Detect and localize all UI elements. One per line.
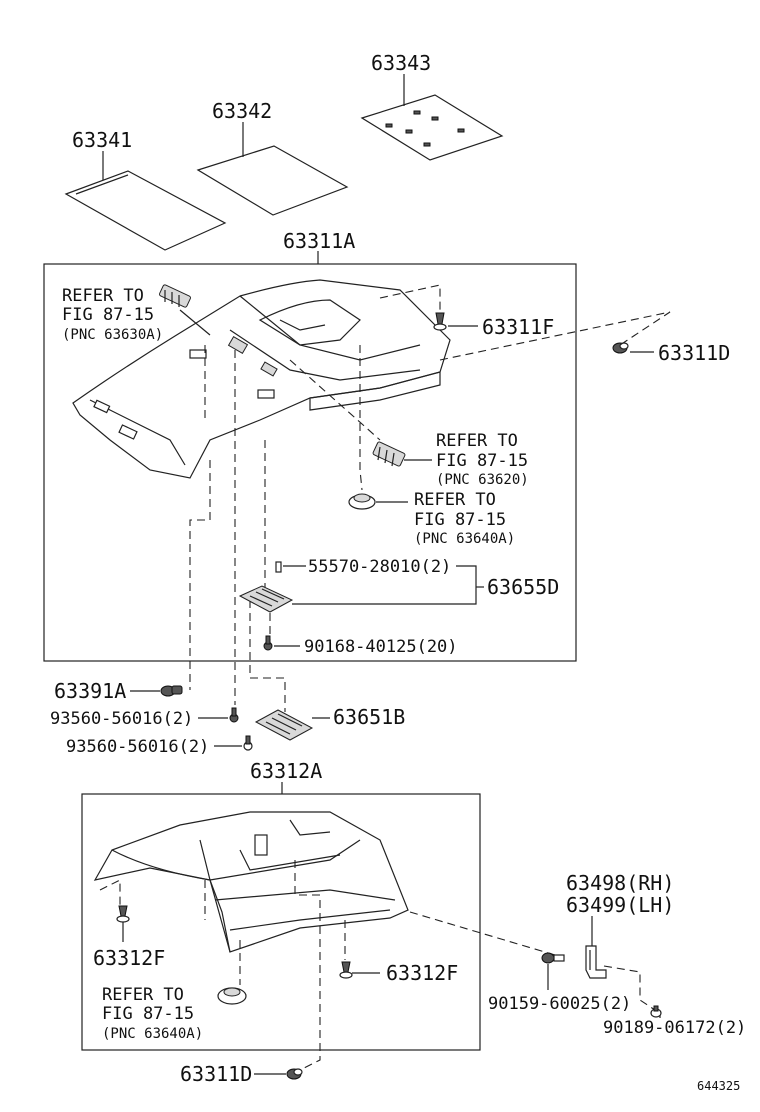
label-63651B: 63651B [333,705,405,729]
label-63311F: 63311F [482,315,554,339]
pad-63341 [64,170,227,251]
screw-90168 [263,635,273,651]
bracket-63498-63499 [585,945,607,979]
label-90168: 90168-40125(20) [304,637,458,657]
dash-11 [99,879,121,905]
lamp-63620 [372,441,406,467]
pad-63342 [196,145,349,216]
refer1-line2: FIG 87-15 [62,305,154,325]
pad-63343 [360,94,504,161]
label-63342: 63342 [212,99,272,123]
refer4-line1: REFER TO [102,985,184,1005]
label-63311A: 63311A [283,229,355,253]
label-63499: 63499(LH) [566,893,674,917]
trim-box [81,793,481,1051]
refer3-line2: FIG 87-15 [414,510,506,530]
refer1-line1: REFER TO [62,286,144,306]
refer4-line3: (PNC 63640A) [102,1026,203,1042]
headliner-box [43,263,577,662]
label-63312A: 63312A [250,759,322,783]
label-55570: 55570-28010(2) [308,557,451,577]
screw-90159 [541,952,565,964]
label-63655D: 63655D [487,575,559,599]
leader-refer1 [179,309,211,336]
refer1-line3: (PNC 63630A) [62,327,163,343]
clip-63311D-top [612,342,629,354]
clip-90189 [650,1005,662,1018]
refer4-line2: FIG 87-15 [102,1004,194,1024]
dash-9 [249,600,286,712]
cover-63655D [238,585,294,613]
bracket-63655D [292,565,477,605]
assist-grip-63630A [159,284,191,308]
label-93560a: 93560-56016(2) [50,709,193,729]
dash-1 [379,284,441,310]
clip-63311D-bottom [286,1068,303,1080]
label-90189: 90189-06172(2) [603,1018,746,1038]
dash-5 [189,460,211,690]
screw-55570 [275,561,282,573]
refer3-line1: REFER TO [414,490,496,510]
label-63343: 63343 [371,51,431,75]
label-90159: 90159-60025(2) [488,994,631,1014]
lamp-63640A-lower [217,987,247,1005]
clip-63312F-right [339,961,353,979]
trim-63312A [93,811,409,953]
clip-63311F [433,312,447,331]
dash-3 [359,345,363,491]
label-63341: 63341 [72,128,132,152]
dash-12 [294,860,321,1071]
headliner-63311A [72,279,451,479]
figure-id: 644325 [697,1079,740,1093]
refer3-line3: (PNC 63640A) [414,531,515,547]
label-63311D-bottom: 63311D [180,1062,252,1086]
dash-2 [439,311,671,361]
refer2-line2: FIG 87-15 [436,451,528,471]
screw-93560a [229,707,239,723]
dash-17 [603,965,656,1011]
lamp-63640A-upper [348,493,376,510]
label-63391A: 63391A [54,679,126,703]
label-63498: 63498(RH) [566,871,674,895]
refer2-line3: (PNC 63620) [436,472,529,488]
cover-63651B [254,709,314,741]
dash-16 [409,911,556,956]
label-63311D-top: 63311D [658,341,730,365]
refer2-line1: REFER TO [436,431,518,451]
label-63312F-left: 63312F [93,946,165,970]
dash-4 [289,359,381,441]
screw-93560b [243,735,253,751]
clip-63312F-left [116,905,130,923]
clip-63391A [160,685,183,697]
label-93560b: 93560-56016(2) [66,737,209,757]
label-63312F-right: 63312F [386,961,458,985]
